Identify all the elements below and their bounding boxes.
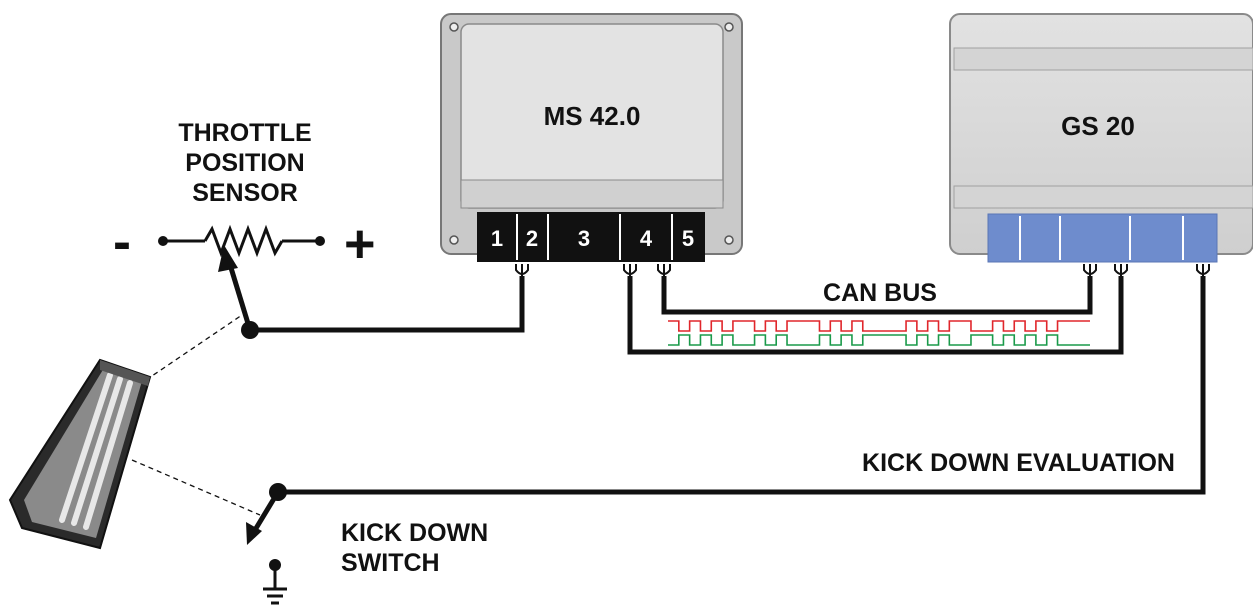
tps-label-line-1: THROTTLE [178, 119, 311, 147]
pin-fork-icon [1083, 264, 1097, 278]
wiper-arrow-icon [218, 245, 259, 339]
pin-fork-icon [1114, 264, 1128, 278]
kickdown-switch-label-line-1: KICK DOWN [341, 519, 488, 547]
resistor-icon [158, 224, 325, 258]
pin-fork-icon [623, 264, 637, 278]
kickdown-wire [278, 276, 1206, 495]
tps-signal-wire [250, 276, 525, 333]
screw-icon [449, 22, 459, 32]
can-low-waveform [668, 334, 1090, 346]
ground-icon [263, 559, 287, 605]
can-bus-high-wire [661, 276, 1093, 315]
kickdown-switch [246, 483, 287, 545]
ms42-module: MS 42.0 1 2 3 4 5 [440, 13, 743, 262]
ms42-label: MS 42.0 [544, 101, 641, 131]
pin-3-label: 3 [578, 226, 590, 251]
kickdown-switch-label-line-2: SWITCH [341, 549, 440, 577]
pin-connection-icons [515, 264, 1210, 278]
accelerator-pedal-icon [8, 358, 152, 550]
can-high-waveform [668, 320, 1090, 332]
kickdown-evaluation-label: KICK DOWN EVALUATION [862, 449, 1175, 477]
pin-5-label: 5 [682, 226, 694, 251]
throttle-position-sensor: THROTTLE POSITION SENSOR - + [113, 119, 376, 339]
gs20-connector [987, 213, 1218, 263]
minus-sign: - [113, 212, 131, 272]
pedal-link-lines [131, 314, 261, 516]
pin-fork-icon [515, 264, 529, 278]
wires [250, 276, 1206, 495]
can-signal-waveforms [668, 320, 1090, 346]
can-bus-label: CAN BUS [823, 279, 937, 307]
tps-label-line-3: SENSOR [192, 179, 298, 207]
pin-fork-icon [1196, 264, 1210, 278]
tps-label-line-2: POSITION [185, 149, 304, 177]
pin-4-label: 4 [640, 226, 653, 251]
pin-1-label: 1 [491, 226, 503, 251]
pin-2-label: 2 [526, 226, 538, 251]
switch-arrow-icon [246, 522, 262, 545]
ms42-connector: 1 2 3 4 5 [477, 212, 705, 262]
plus-sign: + [344, 214, 376, 274]
screw-icon [724, 22, 734, 32]
can-bus-low-wire [627, 276, 1124, 355]
screw-icon [724, 235, 734, 245]
gs20-module: GS 20 [949, 13, 1253, 263]
pin-fork-icon [657, 264, 671, 278]
gs20-label: GS 20 [1061, 111, 1135, 141]
screw-icon [449, 235, 459, 245]
